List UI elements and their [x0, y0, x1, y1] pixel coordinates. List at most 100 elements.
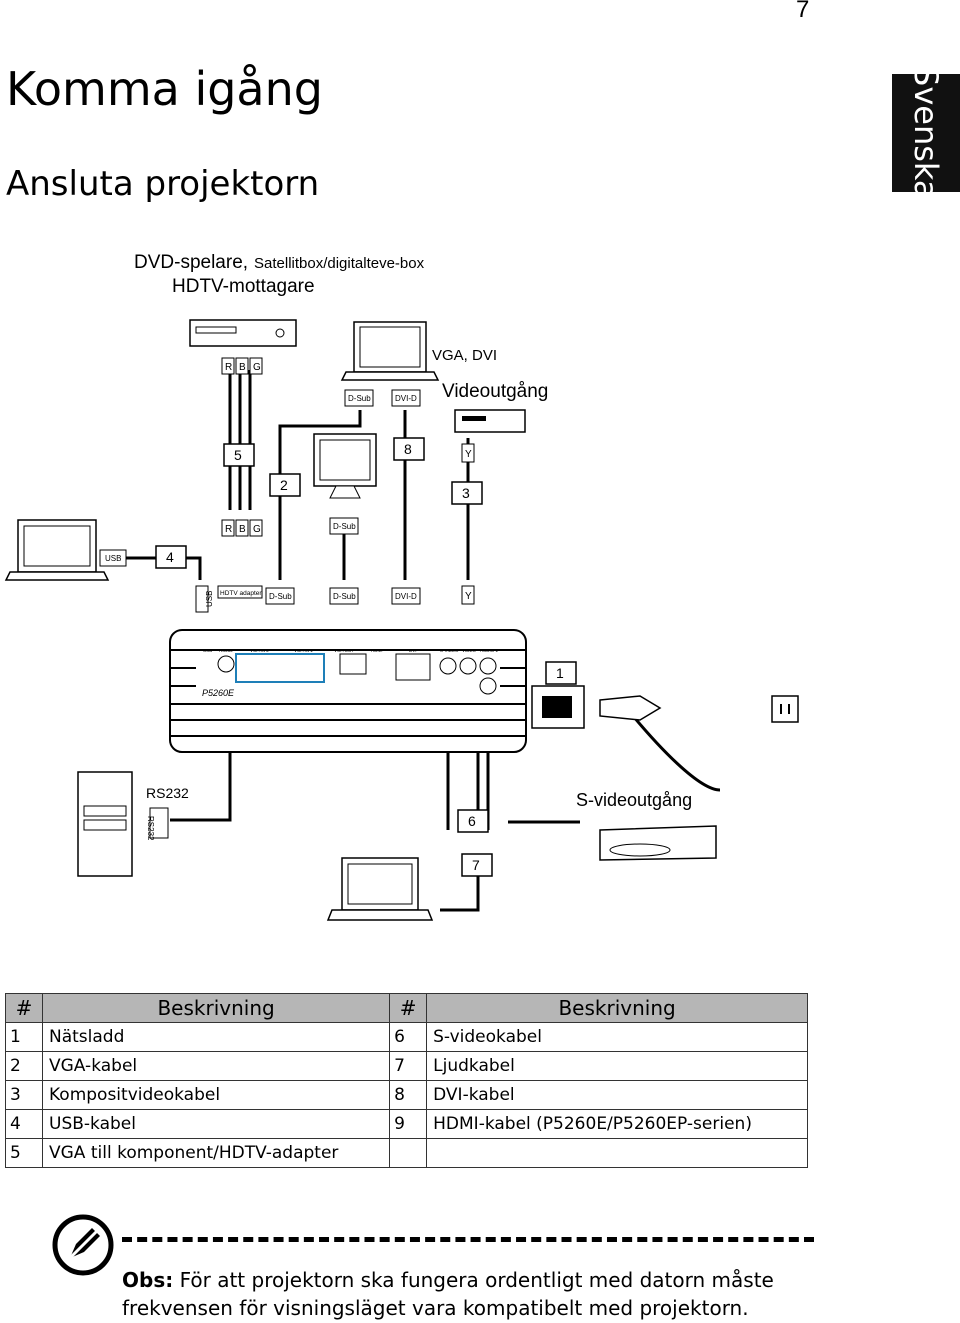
dsub-vgaout-label: D-Sub [333, 592, 356, 601]
usb-vertical-label: USB [205, 591, 214, 607]
power-socket-icon [531, 685, 799, 729]
header-number-right: # [389, 993, 428, 1023]
hdtv-label: HDTV-mottagare [172, 276, 315, 297]
connector-labels: D-Sub DVI-D D-Sub USB HDTV adapter D-Sub… [99, 389, 475, 613]
laptop-icon [340, 321, 440, 381]
badge-8: 8 [404, 441, 412, 457]
cell-description: VGA-kabel [41, 1051, 391, 1081]
cell-number [389, 1138, 428, 1168]
table-row: 1 Nätsladd 6 S-videokabel [5, 1022, 808, 1052]
note-text: För att projektorn ska fungera ordentlig… [122, 1268, 774, 1320]
cell-number: 2 [5, 1051, 43, 1081]
cell-description: HDMI-kabel (P5260E/P5260EP-serien) [426, 1109, 808, 1139]
dsub-monitor-label: D-Sub [333, 522, 356, 531]
port-labels: USB RS232 VGA IN 2 VGA IN 1 VGA OUT HDMI… [203, 648, 499, 653]
table-header-row: # Beskrivning # Beskrivning [5, 993, 808, 1023]
port-vga1: VGA IN 1 [294, 648, 313, 653]
port-video: VIDEO [462, 648, 477, 653]
section-title: Ansluta projektorn [6, 164, 320, 204]
b-bottom-label: B [239, 524, 246, 535]
cell-number: 4 [5, 1109, 43, 1139]
badge-2: 2 [280, 477, 288, 493]
connection-diagram: DVD-spelare, Satellitbox/digitalteve-box… [4, 252, 799, 921]
badge-1: 1 [556, 665, 564, 681]
bottom-laptop-icon [326, 857, 434, 921]
cell-number: 5 [5, 1138, 43, 1168]
dvd-label: DVD-spelare, [134, 252, 248, 273]
rgb-plugs-bottom: R B G [221, 519, 263, 537]
s-video-out-label: S-videoutgång [576, 790, 692, 810]
note-pencil-icon [52, 1214, 114, 1276]
cell-description: Kompositvideokabel [41, 1080, 391, 1110]
port-rs232: RS232 [219, 648, 233, 653]
port-vgaout: VGA OUT [334, 648, 354, 653]
note-label: Obs: [122, 1268, 174, 1292]
satellite-label: Satellitbox/digitalteve-box [254, 255, 425, 272]
projector-icon: P5260E USB RS232 VGA IN 2 VGA IN 1 VGA O… [169, 629, 527, 753]
cell-description: S-videokabel [426, 1022, 808, 1052]
badge-3: 3 [462, 485, 470, 501]
cell-number: 3 [5, 1080, 43, 1110]
port-usb: USB [203, 648, 212, 653]
port-vga2: VGA IN 2 [250, 648, 269, 653]
cell-description: Ljudkabel [426, 1051, 808, 1081]
rgb-plugs-top: R B G [221, 357, 263, 375]
note: Obs: För att projektorn ska fungera orde… [122, 1266, 822, 1322]
usb-plug-label: USB [105, 554, 121, 563]
cell-number: 7 [389, 1051, 428, 1081]
cell-number: 8 [389, 1080, 428, 1110]
video-out-label: Videoutgång [442, 381, 548, 402]
rs232-plug-label: RS232 [146, 816, 155, 841]
header-description-right: Beskrivning [426, 993, 808, 1023]
dvid-top-label: DVI-D [395, 394, 417, 403]
note-divider [122, 1237, 814, 1242]
dvid-bottom-label: DVI-D [395, 592, 417, 601]
g-top-label: G [253, 362, 261, 373]
table-row: 5 VGA till komponent/HDTV-adapter [5, 1138, 808, 1168]
cell-description [426, 1138, 808, 1168]
dsub-vga-label: D-Sub [269, 592, 292, 601]
header-number-left: # [5, 993, 43, 1023]
y-bottom-label: Y [465, 591, 472, 602]
cell-description: USB-kabel [41, 1109, 391, 1139]
cell-description: Nätsladd [41, 1022, 391, 1052]
badge-5: 5 [234, 447, 242, 463]
badge-6: 6 [468, 813, 476, 829]
model-label: P5260E [202, 688, 235, 698]
g-bottom-label: G [253, 524, 261, 535]
left-laptop-icon [4, 519, 110, 581]
language-tab: Svenska [892, 66, 960, 200]
video-player-icon [454, 409, 526, 433]
rs232-label: RS232 [146, 785, 189, 801]
cell-number: 9 [389, 1109, 428, 1139]
vga-dvi-label: VGA, DVI [432, 347, 497, 364]
port-svideo: S-VIDEO [440, 648, 459, 653]
description-table: # Beskrivning # Beskrivning 1 Nätsladd 6… [5, 993, 808, 1168]
y-top-label: Y [465, 449, 472, 460]
dsub-top-label: D-Sub [348, 394, 371, 403]
table-row: 4 USB-kabel 9 HDMI-kabel (P5260E/P5260EP… [5, 1109, 808, 1139]
r-top-label: R [225, 362, 232, 373]
header-description-left: Beskrivning [41, 993, 391, 1023]
badge-7: 7 [472, 857, 480, 873]
monitor-icon [313, 433, 377, 499]
port-hdmi: HDMI [371, 648, 383, 653]
page-number: 7 [796, 0, 810, 23]
dvd-player-icon [189, 319, 297, 347]
s-video-player-icon [599, 825, 717, 861]
number-badges: 1 2 3 4 5 6 7 8 [155, 437, 577, 877]
hdtv-adapter-label: HDTV adapter [220, 590, 262, 597]
port-dvi: DVI [409, 648, 417, 653]
cell-number: 1 [5, 1022, 43, 1052]
port-audio: AUDIO 1 [480, 648, 499, 653]
pc-tower-icon [77, 771, 133, 877]
r-bottom-label: R [225, 524, 232, 535]
cell-number: 6 [389, 1022, 428, 1052]
b-top-label: B [239, 362, 246, 373]
cell-description: VGA till komponent/HDTV-adapter [41, 1138, 391, 1168]
badge-4: 4 [166, 549, 174, 565]
cell-description: DVI-kabel [426, 1080, 808, 1110]
table-row: 2 VGA-kabel 7 Ljudkabel [5, 1051, 808, 1081]
page-title: Komma igång [6, 62, 323, 116]
table-row: 3 Kompositvideokabel 8 DVI-kabel [5, 1080, 808, 1110]
